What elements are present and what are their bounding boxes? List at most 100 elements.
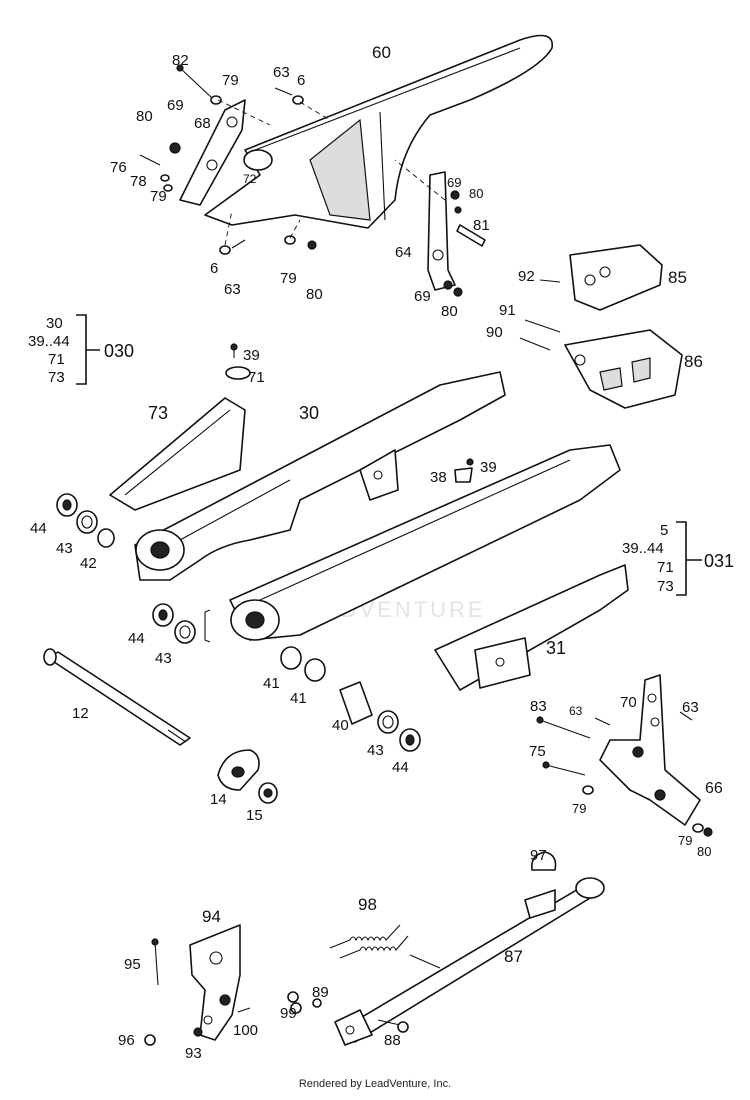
callout-94: 94 bbox=[202, 907, 221, 926]
callout-79: 79 bbox=[572, 801, 586, 816]
callout-63: 63 bbox=[273, 64, 290, 81]
chain-guard-bracket-left bbox=[179, 99, 246, 206]
callout-80: 80 bbox=[697, 844, 711, 859]
callout-39: 39 bbox=[243, 347, 260, 364]
callout-63: 63 bbox=[224, 281, 241, 298]
kit-030-code: 030 bbox=[104, 341, 134, 361]
chain-slider-upper-part bbox=[539, 244, 663, 311]
callout-labels: 60 82 79 63 6 80 69 68 76 78 79 72 69 80… bbox=[30, 43, 723, 1062]
callout-38: 38 bbox=[430, 469, 447, 486]
callout-6: 6 bbox=[297, 72, 305, 89]
callout-86: 86 bbox=[684, 352, 703, 371]
callout-85: 85 bbox=[668, 268, 687, 287]
pivot-axle-part bbox=[43, 648, 191, 746]
callout-31: 31 bbox=[546, 638, 566, 658]
callout-63: 63 bbox=[682, 699, 699, 716]
callout-44: 44 bbox=[392, 759, 409, 776]
callout-79: 79 bbox=[222, 72, 239, 89]
chain-guide-part bbox=[109, 397, 246, 511]
callout-43: 43 bbox=[155, 650, 172, 667]
callout-76: 76 bbox=[110, 159, 127, 176]
stand-bracket-94-part bbox=[144, 924, 322, 1046]
callout-69: 69 bbox=[447, 175, 461, 190]
callout-92: 92 bbox=[518, 268, 535, 285]
callout-44: 44 bbox=[30, 520, 47, 537]
callout-69: 69 bbox=[414, 288, 431, 305]
kit-031-bracket bbox=[676, 521, 702, 596]
callout-81: 81 bbox=[473, 217, 490, 234]
callout-41: 41 bbox=[263, 675, 280, 692]
callout-41: 41 bbox=[290, 690, 307, 707]
callout-69: 69 bbox=[167, 97, 184, 114]
callout-15: 15 bbox=[246, 807, 263, 824]
callout-44: 44 bbox=[128, 630, 145, 647]
kit-031-item-5: 5 bbox=[660, 522, 668, 539]
kit-030-item-30: 30 bbox=[46, 315, 63, 332]
callout-6: 6 bbox=[210, 260, 218, 277]
callout-80: 80 bbox=[441, 303, 458, 320]
chain-guard-part bbox=[204, 34, 553, 229]
kit-031-item-71: 71 bbox=[657, 559, 674, 576]
callout-64: 64 bbox=[395, 244, 412, 261]
kit-031-item-39-44: 39..44 bbox=[622, 540, 664, 557]
callout-78: 78 bbox=[130, 173, 147, 190]
swing-arm-part bbox=[134, 371, 621, 641]
callout-63: 63 bbox=[569, 704, 583, 718]
kit-030-list: 30 39..44 71 73 030 bbox=[28, 315, 134, 386]
callout-99: 99 bbox=[280, 1005, 297, 1022]
callout-68: 68 bbox=[194, 115, 211, 132]
callout-83: 83 bbox=[530, 698, 547, 715]
callout-80: 80 bbox=[136, 108, 153, 125]
callout-66: 66 bbox=[705, 780, 723, 797]
callout-80: 80 bbox=[306, 286, 323, 303]
chain-slider-lower-part bbox=[519, 319, 683, 409]
callout-87: 87 bbox=[504, 947, 523, 966]
callout-60: 60 bbox=[372, 43, 391, 62]
kit-031-list: 5 39..44 71 73 031 bbox=[622, 522, 734, 595]
callout-39: 39 bbox=[480, 459, 497, 476]
small-hardware-top bbox=[139, 64, 486, 297]
callout-40: 40 bbox=[332, 717, 349, 734]
axle-plate-part bbox=[217, 749, 278, 804]
callout-96: 96 bbox=[118, 1032, 135, 1049]
callout-90: 90 bbox=[486, 324, 503, 341]
callout-43: 43 bbox=[56, 540, 73, 557]
callout-43: 43 bbox=[367, 742, 384, 759]
callout-88: 88 bbox=[384, 1032, 401, 1049]
callout-97: 97 bbox=[530, 847, 547, 864]
callout-98: 98 bbox=[358, 895, 377, 914]
callout-100: 100 bbox=[233, 1022, 258, 1039]
bearing-set bbox=[56, 493, 421, 752]
callout-75: 75 bbox=[529, 743, 546, 760]
kit-030-item-71: 71 bbox=[48, 351, 65, 368]
callout-82: 82 bbox=[172, 52, 189, 69]
chain-guard-bracket-right bbox=[427, 171, 456, 291]
callout-71: 71 bbox=[248, 369, 265, 386]
callout-72: 72 bbox=[243, 172, 257, 186]
callout-79: 79 bbox=[280, 270, 297, 287]
callout-70: 70 bbox=[620, 694, 637, 711]
kit-030-item-39-44: 39..44 bbox=[28, 333, 70, 350]
springs-part bbox=[329, 924, 409, 959]
callout-14: 14 bbox=[210, 791, 227, 808]
callout-80: 80 bbox=[469, 186, 483, 201]
callout-93: 93 bbox=[185, 1045, 202, 1062]
callout-30: 30 bbox=[299, 403, 319, 423]
callout-91: 91 bbox=[499, 302, 516, 319]
callout-42: 42 bbox=[80, 555, 97, 572]
callout-95: 95 bbox=[124, 956, 141, 973]
side-stand-bracket-part bbox=[536, 674, 713, 837]
callout-79: 79 bbox=[150, 188, 167, 205]
small-hardware-mid bbox=[225, 343, 474, 483]
footer-credit: Rendered by LeadVenture, Inc. bbox=[298, 1078, 452, 1090]
callout-89: 89 bbox=[312, 984, 329, 1001]
kit-031-item-73: 73 bbox=[657, 578, 674, 595]
swing-arm-31-part bbox=[434, 564, 629, 691]
callout-12: 12 bbox=[72, 705, 89, 722]
kit-031-code: 031 bbox=[704, 551, 734, 571]
kit-030-item-73: 73 bbox=[48, 369, 65, 386]
kit-030-bracket bbox=[76, 314, 100, 385]
callout-79: 79 bbox=[678, 833, 692, 848]
callout-73: 73 bbox=[148, 403, 168, 423]
